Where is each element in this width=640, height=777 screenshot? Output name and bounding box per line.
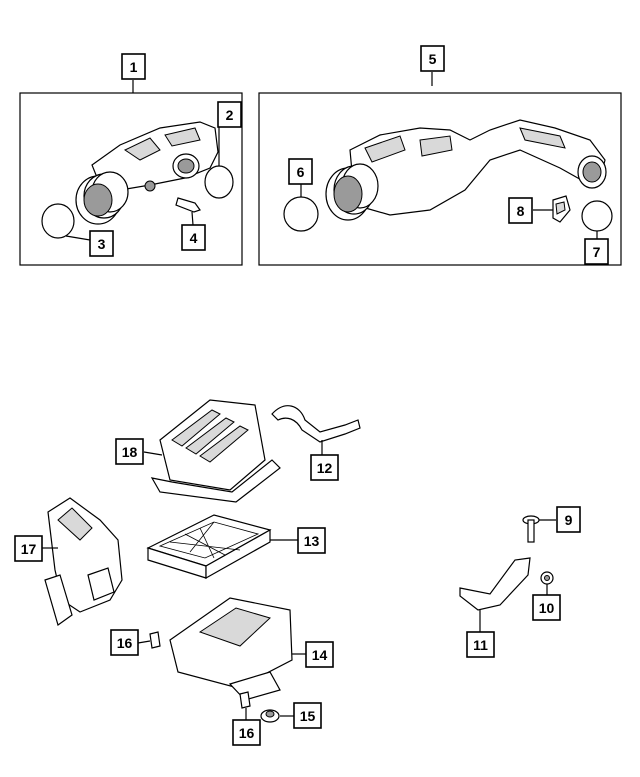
callout-14: 14 — [305, 641, 334, 668]
svg-text:17: 17 — [21, 541, 37, 557]
callout-10: 10 — [532, 594, 561, 621]
callout-4: 4 — [181, 224, 206, 251]
bolt-9 — [522, 515, 540, 543]
hose-clamp-7 — [581, 200, 613, 232]
svg-text:11: 11 — [473, 637, 488, 653]
callout-16b: 16 — [232, 719, 261, 746]
callout-8: 8 — [508, 197, 533, 224]
callout-15: 15 — [293, 702, 322, 729]
svg-text:15: 15 — [300, 708, 316, 724]
svg-text:4: 4 — [190, 230, 198, 246]
svg-text:13: 13 — [304, 533, 320, 549]
callout-13: 13 — [297, 527, 326, 554]
group-frame-left — [19, 92, 243, 266]
callout-5: 5 — [420, 45, 445, 72]
svg-text:16: 16 — [239, 725, 255, 741]
callout-17: 17 — [14, 535, 43, 562]
callout-9: 9 — [556, 506, 581, 533]
sensor-8 — [552, 195, 571, 223]
svg-text:6: 6 — [297, 164, 305, 180]
callout-6: 6 — [288, 158, 313, 185]
svg-text:3: 3 — [98, 236, 106, 252]
hose-clamp-2 — [204, 165, 234, 199]
callout-7: 7 — [584, 238, 609, 265]
clip-16b — [239, 691, 251, 709]
support-bracket-11 — [459, 557, 531, 611]
svg-text:12: 12 — [317, 460, 333, 476]
callout-3: 3 — [89, 230, 114, 257]
air-cleaner-cover — [150, 399, 281, 503]
grommet-15 — [260, 709, 280, 723]
svg-text:14: 14 — [312, 647, 328, 663]
air-filter-element — [146, 514, 272, 580]
callout-1: 1 — [121, 53, 146, 80]
callout-11: 11 — [466, 631, 495, 658]
svg-text:16: 16 — [117, 635, 133, 651]
air-cleaner-housing — [169, 597, 293, 701]
callout-12: 12 — [310, 454, 339, 481]
resonator-duct — [325, 119, 607, 221]
breather-hose — [271, 405, 361, 443]
svg-text:10: 10 — [539, 600, 555, 616]
callout-16a: 16 — [110, 629, 139, 656]
svg-text:2: 2 — [226, 107, 234, 123]
callout-18: 18 — [115, 438, 144, 465]
svg-text:7: 7 — [593, 244, 601, 260]
nut-10 — [540, 571, 554, 585]
air-inlet-scoop — [44, 497, 123, 626]
svg-text:9: 9 — [565, 512, 573, 528]
svg-text:8: 8 — [517, 203, 525, 219]
sensor-4 — [175, 197, 201, 226]
group-frame-right — [258, 92, 622, 266]
callout-2: 2 — [217, 101, 242, 128]
clip-16a — [149, 631, 161, 649]
svg-text:1: 1 — [130, 59, 138, 75]
svg-text:5: 5 — [429, 51, 437, 67]
hose-clamp-6 — [283, 196, 319, 232]
hose-clamp-3 — [41, 203, 75, 239]
svg-text:18: 18 — [122, 444, 138, 460]
air-inlet-duct — [75, 121, 219, 225]
